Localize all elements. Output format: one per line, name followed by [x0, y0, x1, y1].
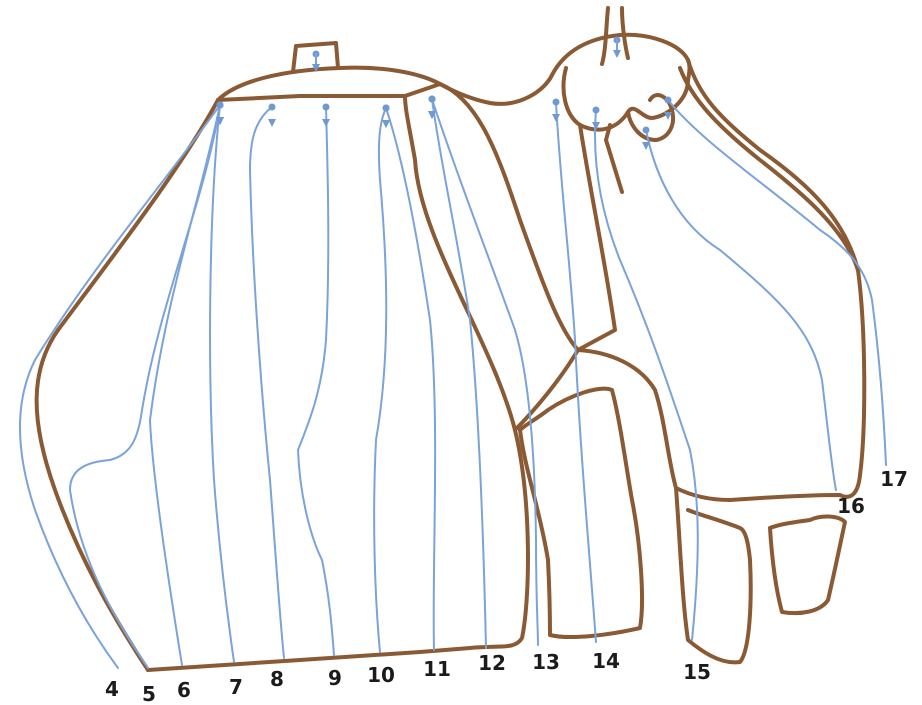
front-leg-outline	[520, 389, 642, 637]
lane-arrow-8	[268, 119, 276, 127]
lane-start-dot-13	[429, 96, 436, 103]
outline-group	[37, 8, 865, 670]
guide-lane-12	[432, 99, 486, 648]
label-17: 17	[880, 467, 908, 491]
label-group: 4 5 6 7 8 9 10 11 12 13 14 15 16 17	[105, 467, 908, 705]
lane-start-dot-14	[553, 99, 560, 106]
label-6: 6	[177, 678, 191, 702]
guide-lane-9	[298, 107, 334, 655]
main-bottom-outline	[148, 96, 528, 670]
label-15: 15	[683, 660, 711, 684]
label-8: 8	[270, 667, 284, 691]
rear-leg-one-outline	[676, 488, 751, 662]
lane-arrow-11	[382, 120, 390, 128]
label-14: 14	[592, 649, 620, 673]
guide-lane-7	[210, 105, 234, 662]
lane-group	[20, 37, 886, 669]
main-left-outline	[37, 100, 218, 670]
label-11: 11	[423, 657, 451, 681]
label-4: 4	[105, 677, 119, 701]
head-hook-outline	[606, 125, 622, 192]
guide-lane-17	[668, 100, 886, 465]
label-16: 16	[837, 494, 865, 518]
lane-start-dot-15	[593, 107, 600, 114]
rear-leg-two-outline	[770, 516, 845, 613]
label-9: 9	[328, 666, 342, 690]
head-outline	[564, 60, 690, 130]
label-12: 12	[478, 651, 506, 675]
lane-start-dot-8	[269, 104, 276, 111]
label-5: 5	[142, 682, 156, 705]
lane-arrow-9	[322, 119, 330, 127]
guide-lane-5	[70, 105, 220, 668]
top-marker-arrow-2	[613, 50, 621, 58]
label-10: 10	[367, 663, 395, 687]
guide-lane-8	[250, 107, 284, 658]
lane-arrow-14	[552, 114, 560, 122]
side-strip-lower-outline	[515, 350, 578, 430]
body-outline	[676, 60, 864, 500]
lane-start-dot-9	[323, 104, 330, 111]
lane-start-dot-7	[217, 102, 224, 109]
lane-start-dot-17	[665, 97, 672, 104]
label-13: 13	[532, 650, 560, 674]
label-7: 7	[229, 675, 243, 699]
guide-lane-13	[432, 99, 538, 645]
guide-lane-16	[646, 130, 836, 490]
guide-lane-11	[386, 108, 435, 650]
guide-lane-4	[20, 105, 220, 668]
guide-lane-10	[374, 108, 386, 652]
lane-start-dot-11	[383, 105, 390, 112]
lane-start-dot-16	[643, 127, 650, 134]
